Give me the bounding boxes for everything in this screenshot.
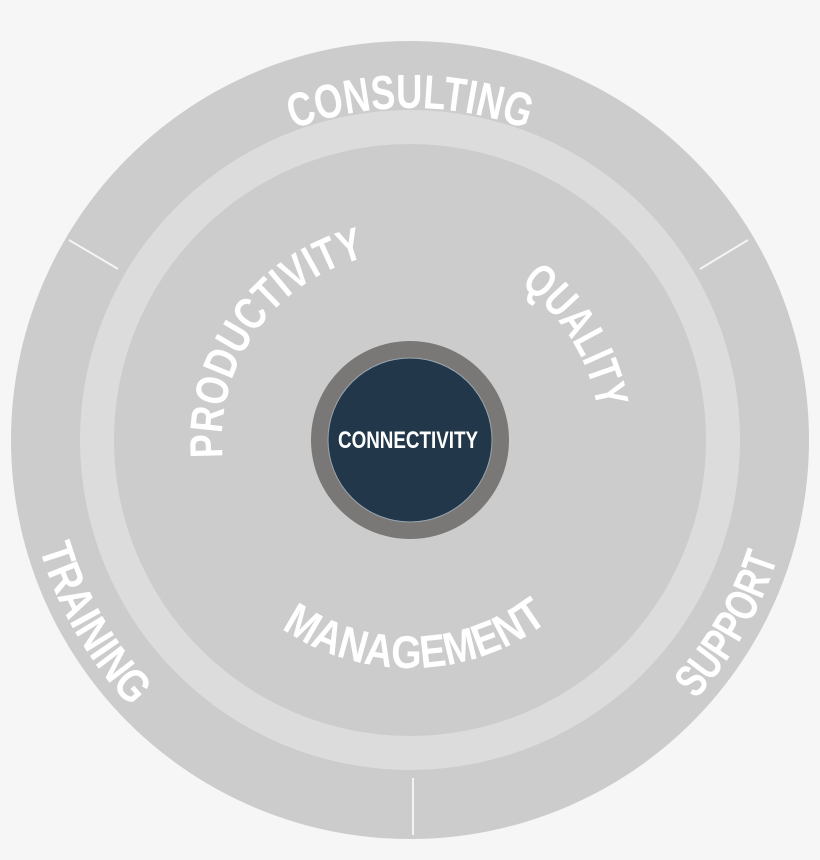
hub-label: CONNECTIVITY	[338, 427, 478, 454]
hub-core	[327, 357, 493, 523]
divider-right	[699, 239, 749, 270]
divider-left	[68, 239, 119, 270]
